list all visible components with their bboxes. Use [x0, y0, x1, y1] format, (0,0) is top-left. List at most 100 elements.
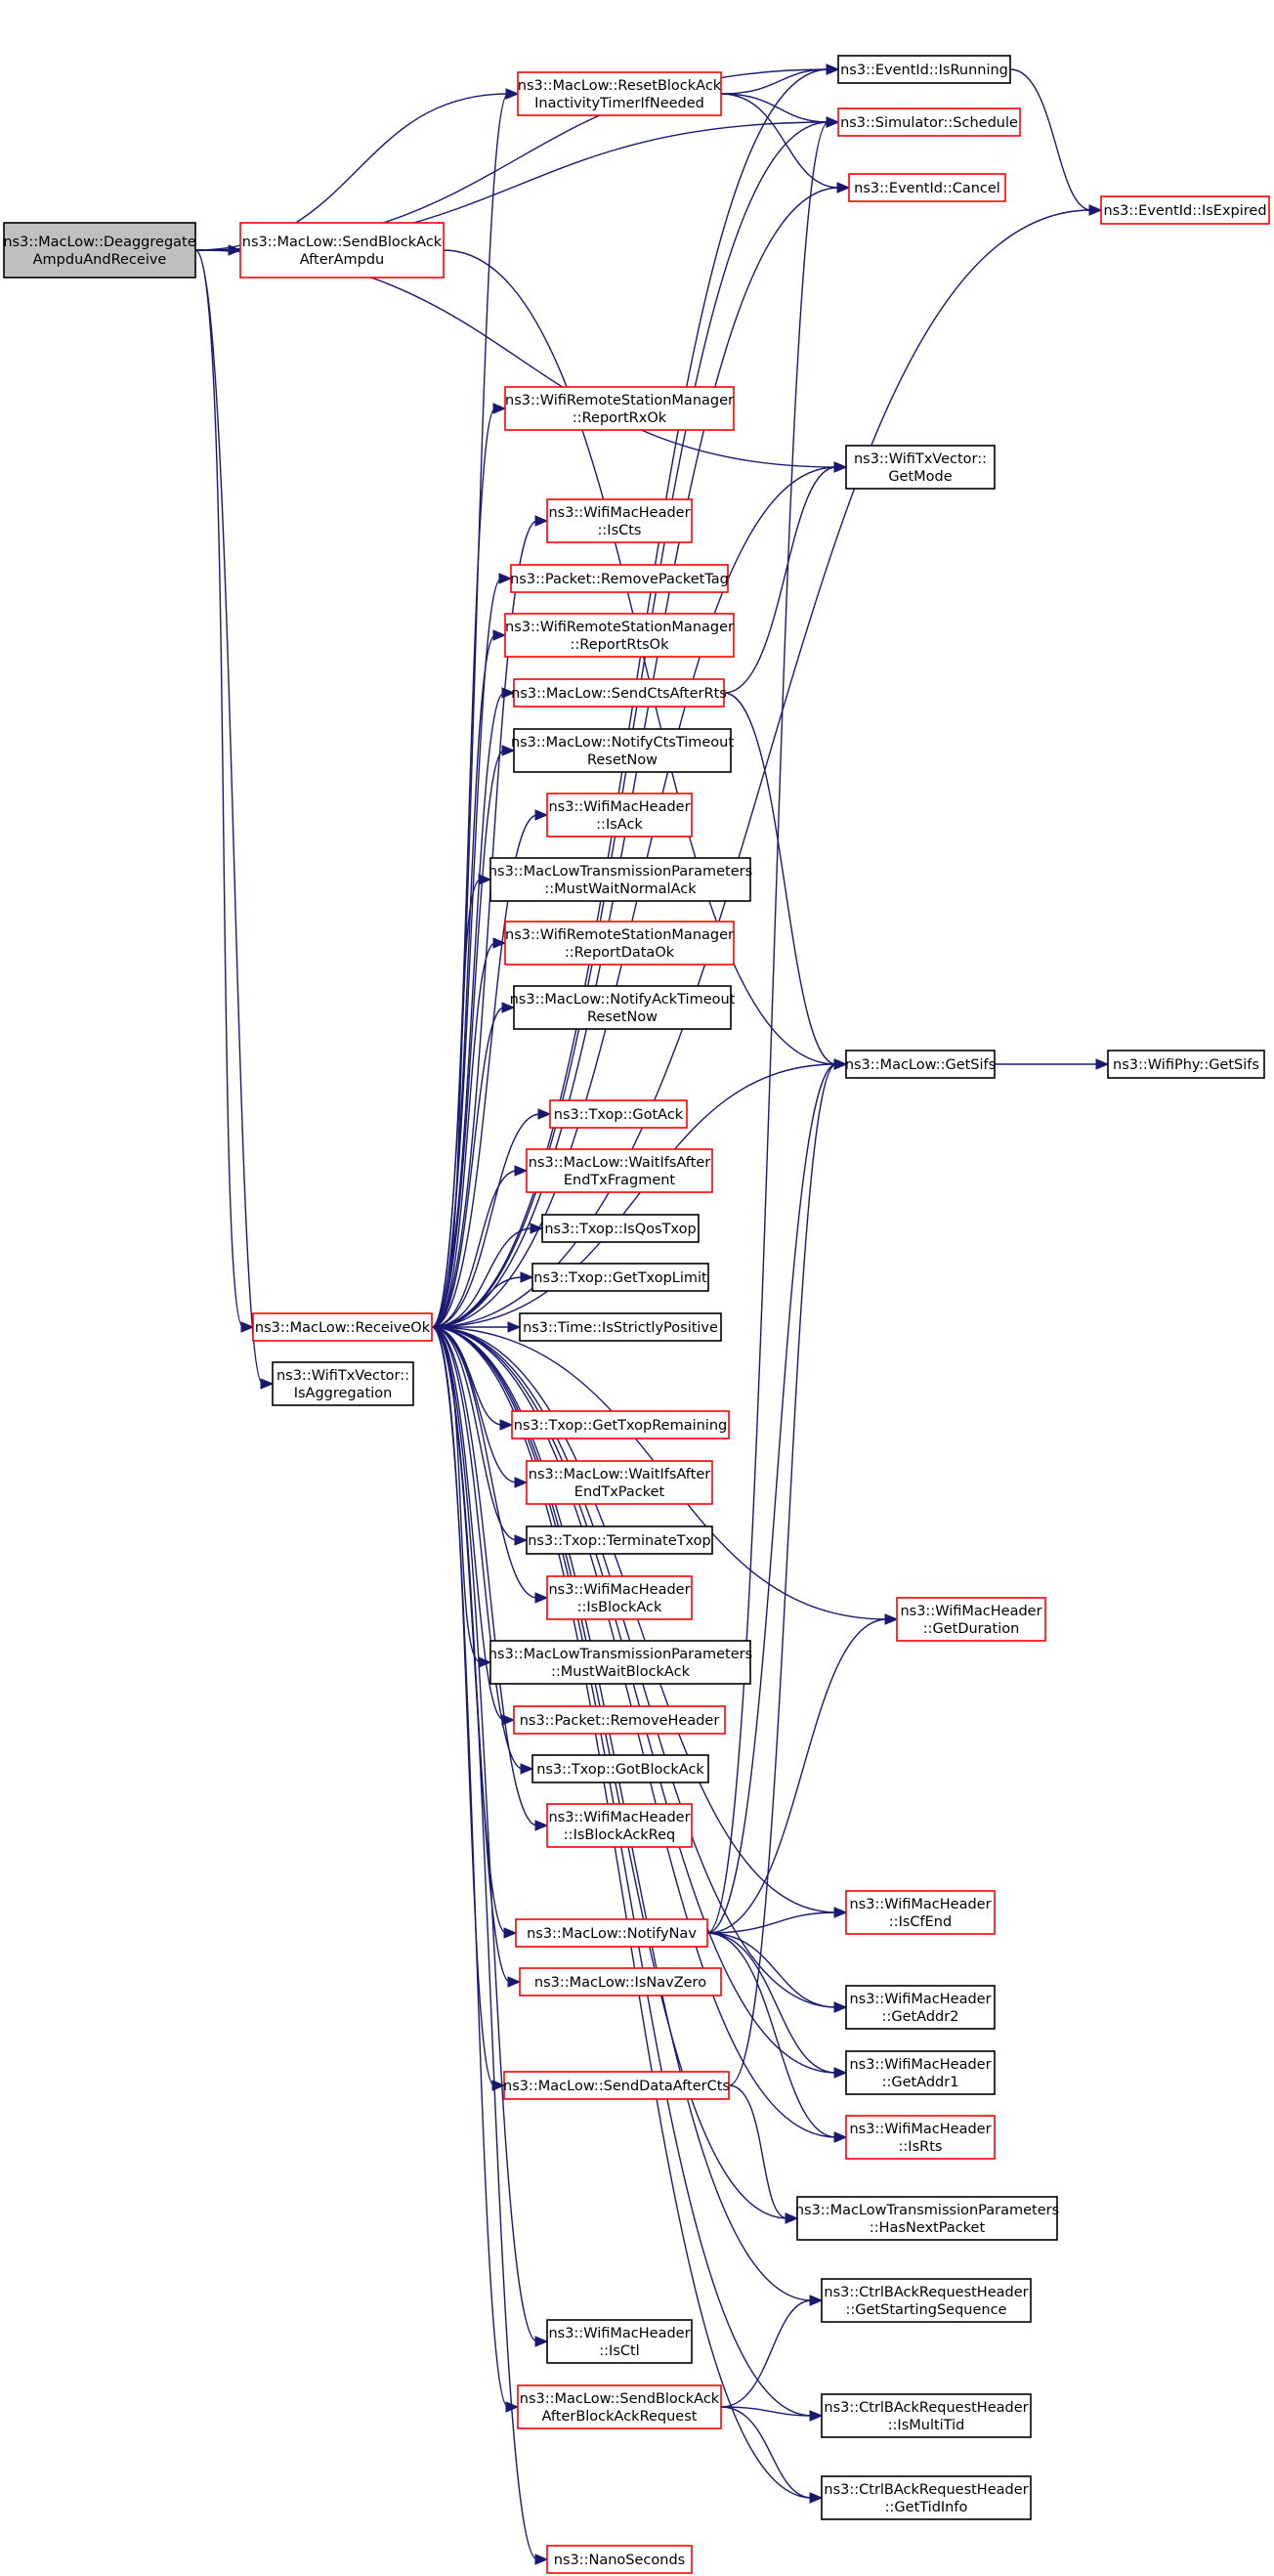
- node-receiveOk[interactable]: ns3::MacLow::ReceiveOk: [252, 1312, 433, 1342]
- node-label: ns3::MacLowTransmissionParameters: [488, 864, 752, 880]
- node-isRunning[interactable]: ns3::EventId::IsRunning: [837, 55, 1011, 84]
- node-isCfEnd[interactable]: ns3::WifiMacHeader::IsCfEnd: [845, 1890, 996, 1935]
- node-isNavZero[interactable]: ns3::MacLow::IsNavZero: [519, 1967, 722, 1996]
- edge-receiveOk-to-isBar: [431, 1326, 538, 1826]
- node-cancel[interactable]: ns3::EventId::Cancel: [848, 173, 1006, 202]
- node-notifyNav[interactable]: ns3::MacLow::NotifyNav: [515, 1918, 708, 1948]
- arrowhead: [507, 1976, 522, 1988]
- node-label: ns3::Packet::RemoveHeader: [520, 1713, 720, 1729]
- arrowhead: [492, 403, 507, 414]
- node-box: [821, 2278, 1032, 2323]
- node-box: [1100, 195, 1270, 225]
- node-isExpired[interactable]: ns3::EventId::IsExpired: [1100, 195, 1270, 225]
- node-box: [504, 921, 735, 966]
- node-addr1[interactable]: ns3::WifiMacHeader::GetAddr1: [845, 2050, 996, 2095]
- node-box: [546, 498, 693, 543]
- arrowhead: [534, 809, 549, 821]
- edge-receiveOk-to-mustWaitNormal: [431, 879, 482, 1328]
- node-box: [845, 2050, 996, 2095]
- node-label: ns3::Txop::GotBlockAck: [536, 1762, 704, 1778]
- arrowhead: [501, 687, 516, 699]
- node-label: ::ReportRxOk: [573, 410, 667, 426]
- node-gotAck[interactable]: ns3::Txop::GotAck: [549, 1099, 688, 1129]
- node-isRts[interactable]: ns3::WifiMacHeader::IsRts: [845, 2115, 996, 2160]
- node-sendBaBar[interactable]: ns3::MacLow::SendBlockAckAfterBlockAckRe…: [517, 2384, 722, 2429]
- node-label: ::IsBlockAckReq: [564, 1827, 675, 1843]
- node-reportRtsOk[interactable]: ns3::WifiRemoteStationManager::ReportRts…: [504, 613, 735, 658]
- node-phySifs[interactable]: ns3::WifiPhy::GetSifs: [1107, 1050, 1265, 1079]
- node-isCts[interactable]: ns3::WifiMacHeader::IsCts: [546, 498, 693, 543]
- node-label: ns3::WifiMacHeader: [849, 2122, 991, 2137]
- node-label: ns3::WifiMacHeader: [548, 1810, 690, 1825]
- node-schedule[interactable]: ns3::Simulator::Schedule: [837, 107, 1021, 137]
- node-label: ns3::WifiMacHeader: [548, 799, 690, 815]
- node-getMode[interactable]: ns3::WifiTxVector::GetMode: [845, 445, 996, 490]
- edge-resetBa-to-schedule: [720, 93, 829, 123]
- edge-receiveOk-to-tidInfo: [431, 1326, 813, 2499]
- node-box: [1107, 1050, 1265, 1079]
- node-sendData[interactable]: ns3::MacLow::SendDataAfterCts: [503, 2071, 730, 2100]
- node-box: [546, 2319, 693, 2364]
- node-label: ns3::MacLow::SendBlockAck: [520, 2391, 720, 2407]
- edge-notifyNav-to-addr1: [706, 1932, 837, 2074]
- node-tidInfo[interactable]: ns3::CtrlBAckRequestHeader::GetTidInfo: [821, 2475, 1032, 2520]
- node-removeHeader[interactable]: ns3::Packet::RemoveHeader: [513, 1705, 726, 1735]
- node-box: [821, 2393, 1032, 2438]
- node-isQos[interactable]: ns3::Txop::IsQosTxop: [541, 1214, 700, 1243]
- node-isAggr[interactable]: ns3::WifiTxVector::IsAggregation: [272, 1361, 414, 1406]
- node-box: [821, 2475, 1032, 2520]
- node-box: [511, 1410, 730, 1439]
- node-getSifs[interactable]: ns3::MacLow::GetSifs: [845, 1050, 996, 1079]
- node-label: ns3::WifiTxVector::: [854, 451, 987, 467]
- node-label: ::IsCts: [598, 523, 642, 538]
- node-removeTag[interactable]: ns3::Packet::RemovePacketTag: [510, 564, 729, 593]
- node-label: ns3::Time::IsStrictlyPositive: [523, 1320, 718, 1336]
- node-terminate[interactable]: ns3::Txop::TerminateTxop: [526, 1525, 713, 1555]
- edge-sendBaBar-to-tidInfo: [720, 2406, 813, 2499]
- node-isAck[interactable]: ns3::WifiMacHeader::IsAck: [546, 793, 693, 837]
- node-label: ::GetAddr1: [882, 2075, 959, 2090]
- arrowhead: [534, 1820, 549, 1831]
- node-strictPos[interactable]: ns3::Time::IsStrictlyPositive: [519, 1312, 722, 1342]
- node-box: [526, 1148, 713, 1193]
- node-label: ns3::CtrlBAckRequestHeader: [824, 2285, 1028, 2300]
- arrowhead: [240, 1321, 255, 1333]
- node-resetBa[interactable]: ns3::MacLow::ResetBlockAckInactivityTime…: [517, 71, 722, 116]
- node-box: [896, 1597, 1046, 1642]
- edge-receiveOk-to-gotAck: [431, 1113, 541, 1328]
- node-box: [848, 173, 1006, 202]
- node-addr2[interactable]: ns3::WifiMacHeader::GetAddr2: [845, 1985, 996, 2030]
- node-sendCts[interactable]: ns3::MacLow::SendCtsAfterRts: [511, 678, 727, 708]
- node-isMultiTid[interactable]: ns3::CtrlBAckRequestHeader::IsMultiTid: [821, 2393, 1032, 2438]
- node-gotBlockAck[interactable]: ns3::Txop::GotBlockAck: [531, 1754, 709, 1783]
- node-mustWaitNormal[interactable]: ns3::MacLowTransmissionParameters::MustW…: [488, 857, 752, 902]
- arrowhead: [260, 1378, 275, 1390]
- node-reportDataOk[interactable]: ns3::WifiRemoteStationManager::ReportDat…: [504, 921, 735, 966]
- node-mustWaitBlock[interactable]: ns3::MacLowTransmissionParameters::MustW…: [488, 1640, 752, 1685]
- node-label: ns3::CtrlBAckRequestHeader: [824, 2482, 1028, 2498]
- node-reportRxOk[interactable]: ns3::WifiRemoteStationManager::ReportRxO…: [504, 386, 735, 431]
- node-box: [845, 1050, 996, 1079]
- node-nano[interactable]: ns3::NanoSeconds: [546, 2545, 693, 2574]
- node-remaining[interactable]: ns3::Txop::GetTxopRemaining: [511, 1410, 730, 1439]
- arrowhead: [826, 64, 840, 75]
- edge-receiveOk-to-nano: [431, 1326, 538, 2560]
- node-isBlockAck[interactable]: ns3::WifiMacHeader::IsBlockAck: [546, 1575, 693, 1620]
- node-getDuration[interactable]: ns3::WifiMacHeader::GetDuration: [896, 1597, 1046, 1642]
- node-label: ns3::WifiMacHeader: [849, 2057, 991, 2073]
- node-isCtl[interactable]: ns3::WifiMacHeader::IsCtl: [546, 2319, 693, 2364]
- node-isBar[interactable]: ns3::WifiMacHeader::IsBlockAckReq: [546, 1803, 693, 1848]
- node-label: ResetNow: [587, 752, 658, 768]
- node-getLimit[interactable]: ns3::Txop::GetTxopLimit: [531, 1263, 709, 1292]
- node-hasNext[interactable]: ns3::MacLowTransmissionParameters::HasNe…: [795, 2196, 1059, 2241]
- arrowhead: [809, 2492, 824, 2504]
- node-startSeq[interactable]: ns3::CtrlBAckRequestHeader::GetStartingS…: [821, 2278, 1032, 2323]
- edge-notifyNav-to-isRts: [706, 1932, 837, 2138]
- node-label: ns3::NanoSeconds: [554, 2553, 685, 2568]
